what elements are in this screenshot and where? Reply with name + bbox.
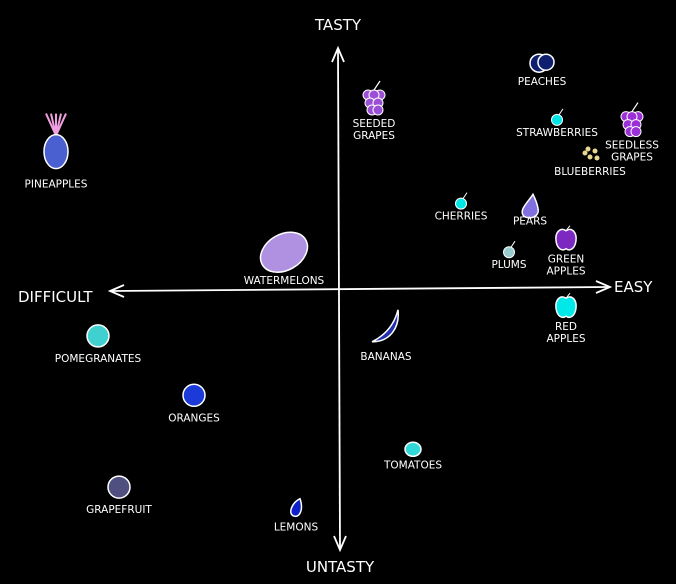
fruit-point-bananas: BANANAS — [360, 309, 412, 363]
fruit-point-pears: PEARS — [513, 192, 547, 227]
fruit-point-watermelons: WATERMELONS — [244, 231, 325, 287]
fruit-point-tomatoes: TOMATOES — [383, 441, 442, 471]
fruit-label: CHERRIES — [435, 211, 488, 223]
fruit-label: APPLES — [547, 333, 586, 345]
fruit-label: SEEDLESS — [605, 140, 659, 152]
fruit-label: PLUMS — [491, 259, 526, 271]
fruit-point-plums: PLUMS — [491, 240, 527, 271]
fruit-label: TOMATOES — [383, 459, 442, 471]
fruit-label: LEMONS — [274, 522, 319, 534]
fruit-label: GRAPEFRUIT — [86, 504, 152, 516]
y-axis-label-top: TASTY — [314, 16, 362, 34]
x-axis-label-left: DIFFICULT — [18, 288, 93, 306]
fruit-label: POMEGRANATES — [55, 353, 142, 365]
x-axis-label-right: EASY — [614, 278, 653, 296]
fruit-label: WATERMELONS — [244, 275, 325, 287]
x-axis — [107, 280, 613, 298]
fruit-label: RED — [555, 321, 577, 333]
fruit-label: PEACHES — [518, 76, 567, 88]
fruit-label: BANANAS — [360, 351, 411, 363]
y-axis — [331, 45, 347, 553]
fruit-point-peaches: PEACHES — [518, 53, 567, 88]
fruit-label: GRAPES — [353, 130, 395, 142]
fruit-label: PEARS — [513, 215, 547, 227]
fruit-point-blueberries: BLUEBERRIES — [554, 146, 626, 178]
fruit-point-strawberries: STRAWBERRIES — [516, 108, 598, 139]
fruit-point-pineapples: PINEAPPLES — [25, 113, 88, 191]
fruit-label: ORANGES — [168, 412, 220, 424]
fruit-point-oranges: ORANGES — [168, 383, 220, 424]
fruit-label: APPLES — [547, 266, 586, 278]
fruit-label: BLUEBERRIES — [554, 166, 626, 178]
y-axis-label-bottom: UNTASTY — [306, 558, 375, 576]
fruit-point-cherries: CHERRIES — [435, 192, 488, 223]
fruit-point-grapefruit: GRAPEFRUIT — [86, 475, 152, 516]
fruit-label: PINEAPPLES — [25, 179, 88, 191]
fruit-point-lemons: LEMONS — [274, 497, 319, 534]
fruit-label: GREEN — [548, 254, 585, 266]
fruit-point-pomegranates: POMEGRANATES — [55, 324, 142, 365]
fruit-label: SEEDED — [353, 118, 396, 130]
fruit-label: GRAPES — [611, 152, 653, 164]
fruit-label: STRAWBERRIES — [516, 127, 598, 139]
